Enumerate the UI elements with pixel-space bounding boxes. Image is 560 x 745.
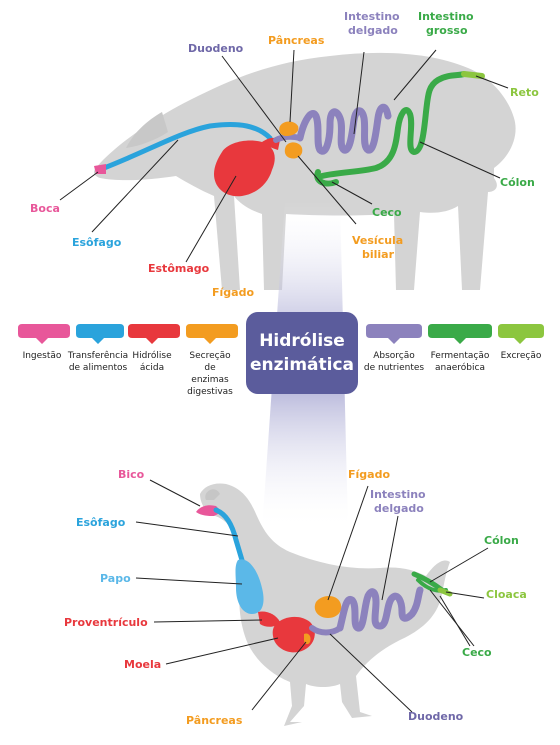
legend-secrecao-2: de bbox=[204, 363, 216, 373]
center-title-line1: Hidrólise bbox=[259, 331, 345, 351]
label-bico: Bico bbox=[118, 468, 145, 481]
legend-hidrolise-2: ácida bbox=[140, 363, 164, 373]
legend-tab-excrecao bbox=[498, 324, 544, 344]
legend-hidrolise-1: Hidrólise bbox=[132, 350, 172, 361]
label-proventriculo: Proventrículo bbox=[64, 616, 148, 629]
center-title-box: Hidrólise enzimática bbox=[246, 312, 358, 394]
legend-tab-transferencia bbox=[76, 324, 124, 344]
label-moela: Moela bbox=[124, 658, 161, 671]
pig-mouth bbox=[94, 164, 106, 174]
label-papo: Papo bbox=[100, 572, 131, 585]
label-duodeno-bird: Duodeno bbox=[408, 710, 464, 723]
label-colon-pig: Cólon bbox=[500, 176, 535, 189]
label-pancreas-pig: Pâncreas bbox=[268, 34, 325, 47]
label-intestino-grosso-2: grosso bbox=[426, 24, 468, 37]
label-esofago-bird: Esôfago bbox=[76, 516, 126, 529]
label-ceco-pig: Ceco bbox=[372, 206, 402, 219]
legend-fermentacao-2: anaeróbica bbox=[435, 362, 485, 373]
legend-absorcao-2: de nutrientes bbox=[364, 363, 425, 373]
label-ceco-bird: Ceco bbox=[462, 646, 492, 659]
label-cloaca: Cloaca bbox=[486, 588, 527, 601]
label-intestino-delgado-1: Intestino bbox=[344, 10, 400, 23]
label-colon-bird: Cólon bbox=[484, 534, 519, 547]
label-reto: Reto bbox=[510, 86, 539, 99]
legend-ingestao: Ingestão bbox=[23, 351, 62, 361]
label-figado-bird: Fígado bbox=[348, 468, 390, 481]
pig-liver bbox=[285, 142, 303, 158]
legend-tab-hidrolise-acida bbox=[128, 324, 180, 344]
pig-rectum bbox=[464, 74, 482, 76]
legend-absorcao-1: Absorção bbox=[373, 351, 415, 361]
label-boca: Boca bbox=[30, 202, 60, 215]
label-intestino-bird-1: Intestino bbox=[370, 488, 426, 501]
label-estomago: Estômago bbox=[148, 262, 210, 275]
legend-tab-fermentacao bbox=[428, 324, 492, 344]
label-pancreas-bird: Pâncreas bbox=[186, 714, 243, 727]
label-intestino-bird-2: delgado bbox=[374, 502, 424, 515]
legend-secrecao-1: Secreção bbox=[189, 351, 231, 361]
legend-secrecao-3: enzimas bbox=[191, 375, 229, 385]
label-esofago-pig: Esôfago bbox=[72, 236, 122, 249]
legend-fermentacao-1: Fermentação bbox=[431, 351, 490, 361]
legend-tab-secrecao bbox=[186, 324, 238, 344]
legend-tab-ingestao bbox=[18, 324, 70, 344]
label-intestino-delgado-2: delgado bbox=[348, 24, 398, 37]
label-duodeno-pig: Duodeno bbox=[188, 42, 244, 55]
legend-tab-absorcao bbox=[366, 324, 422, 344]
label-intestino-grosso-1: Intestino bbox=[418, 10, 474, 23]
legend-secrecao-4: digestivas bbox=[187, 387, 233, 397]
label-figado-pig: Fígado bbox=[212, 286, 254, 299]
label-vesicula-1: Vesícula bbox=[352, 234, 403, 247]
center-title-line2: enzimática bbox=[250, 355, 354, 375]
pig-duodenum bbox=[276, 137, 300, 140]
label-vesicula-2: biliar bbox=[362, 248, 395, 261]
legend-transferencia-1: Transferência bbox=[67, 350, 128, 361]
legend-transferencia-2: de alimentos bbox=[69, 363, 128, 373]
legend-excrecao: Excreção bbox=[501, 351, 542, 361]
